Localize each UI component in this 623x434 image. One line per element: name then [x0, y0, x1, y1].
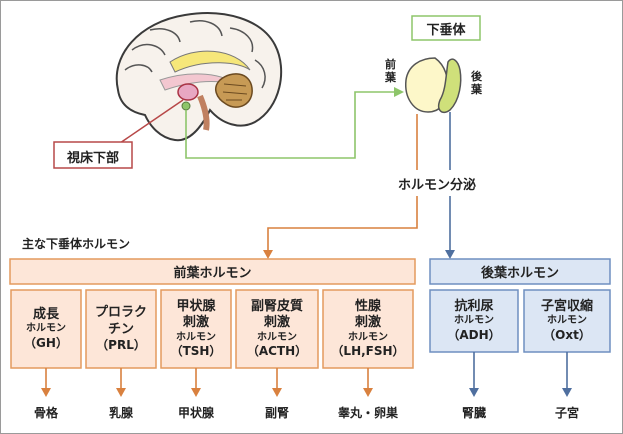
posterior-hormones-header: 後葉ホルモン	[480, 266, 559, 281]
secretion-label: ホルモン分泌	[382, 174, 492, 193]
target-skeleton: 骨格	[33, 406, 58, 420]
anterior-hormones-header: 前葉ホルモン	[173, 266, 252, 281]
hormone-acth: 副腎皮質 刺激 ホルモン （ACTH）	[246, 299, 308, 358]
target-thyroid: 甲状腺	[177, 406, 214, 420]
target-mammary-gland: 乳腺	[108, 406, 133, 420]
target-uterus: 子宮	[554, 406, 579, 420]
posterior-lobe-label: 後葉	[471, 70, 482, 97]
target-arrows	[41, 352, 572, 397]
target-kidney: 腎臓	[461, 406, 486, 420]
hormone-tsh: 甲状腺 刺激 ホルモン （TSH）	[170, 299, 222, 358]
anterior-lobe-label: 前葉	[385, 58, 396, 85]
target-adrenal: 副腎	[264, 406, 289, 420]
pituitary-connector	[185, 91, 394, 159]
hormone-gh: 成長 ホルモン （GH）	[24, 307, 68, 350]
hormone-oxt: 子宮収縮 ホルモン （Oxt）	[540, 299, 593, 342]
hypothalamus-label: 視床下部	[66, 151, 119, 166]
pituitary-label: 下垂体	[426, 23, 466, 38]
anterior-path	[267, 196, 418, 250]
target-testes-ovaries: 睾丸・卵巣	[337, 406, 398, 420]
pituitary-gland-icon	[405, 57, 462, 114]
hormone-prl: プロラク チン （PRL）	[94, 305, 147, 352]
hypothalamus-connector	[119, 99, 184, 144]
hormone-adh: 抗利尿 ホルモン （ADH）	[447, 299, 501, 342]
brain-illustration-icon	[115, 12, 283, 142]
hormone-lh-fsh: 性腺 刺激 ホルモン （LH,FSH）	[331, 299, 405, 358]
main-title: 主な下垂体ホルモン	[22, 237, 131, 251]
